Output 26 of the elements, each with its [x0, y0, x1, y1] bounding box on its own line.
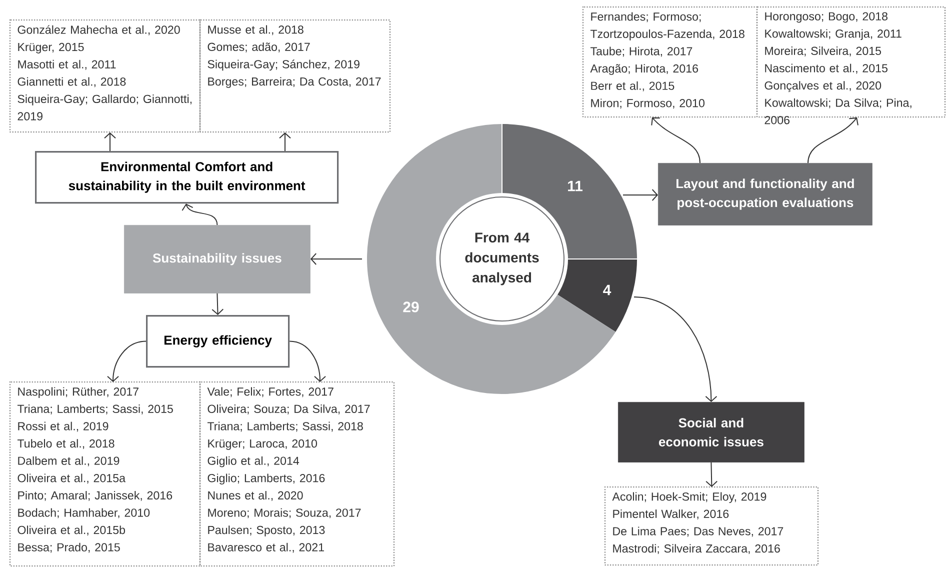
category-box: Layout and functionality and post-occupation evaluations	[658, 163, 872, 226]
arrow	[182, 204, 218, 226]
node-label: 2006	[764, 116, 790, 124]
arrow	[107, 340, 146, 382]
category-box: Social and economic issues	[618, 402, 804, 462]
reference-list: Fernandes; Formoso; Tzortzopoulos-Fazenda, 2018 Taube; Hirota, 2017 Aragão; Hirota, 2016 Berr et al., 2015 Miron; Formoso, 2010	[582, 6, 758, 118]
arrow	[622, 189, 658, 201]
arrow	[808, 117, 858, 164]
donut-segment: 4	[558, 259, 637, 332]
reference-list: Naspolini; Rüther, 2017 Triana; Lamberts; Sassi, 2015 Rossi et al., 2019 Tubelo et al., 2018 Dalbem et al., 2019 Oliveira et al., 2015a Pinto; Amaral; Janissek, 2016 Bodach; Hamhaber, 2010 Oliveira et al., 2015b Bessa; Prado, 2015	[9, 381, 201, 567]
reference-list: Horongoso; Bogo, 2018 Kowaltowski; Granja, 2011 Moreira; Silveira, 2015 Nascimento et al., 2015 Gonçalves et al., 2020 Kowaltowski; Da Silva; Pina, 2006	[756, 6, 946, 124]
arrow	[706, 462, 718, 487]
reference-list: Musse et al., 2018 Gomes; adão, 2017 Siqueira-Gay; Sánchez, 2019 Borges; Barreira; Da Costa, 2017	[199, 19, 391, 133]
arrow	[212, 292, 224, 315]
arrow	[279, 132, 291, 152]
category-box: Energy efficiency	[146, 315, 290, 368]
reference-list: Vale; Felix; Fortes, 2017 Oliveira; Souza; Da Silva, 2017 Triana; Lamberts; Sassi, 2018 Krüger; Laroca, 2010 Giglio et al., 2014 Giglio; Lamberts, 2016 Nunes et al., 2020 Moreno; Morais; Souza, 2017 Paulsen; Sposto, 2013 Bavaresco et al., 2021	[199, 381, 395, 567]
arrow	[634, 296, 718, 402]
reference-list: González Mahecha et al., 2020 Krüger, 2015 Masotti et al., 2011 Giannetti et al., 2018 Siqueira-Gay; Gallardo; Giannotti, 2019	[9, 19, 201, 133]
arrow	[104, 132, 116, 152]
reference-list: Acolin; Hoek-Smit; Eloy, 2019 Pimentel Walker, 2016 De Lima Paes; Das Neves, 2017 Mastrodi; Silveira Zaccara, 2016	[604, 486, 819, 566]
arrow	[651, 117, 700, 164]
category-box: Environmental Comfort and sustainability in the built environment	[35, 151, 339, 204]
arrow	[289, 340, 326, 382]
arrow	[310, 253, 362, 265]
category-box: Sustainability issues	[124, 225, 310, 294]
